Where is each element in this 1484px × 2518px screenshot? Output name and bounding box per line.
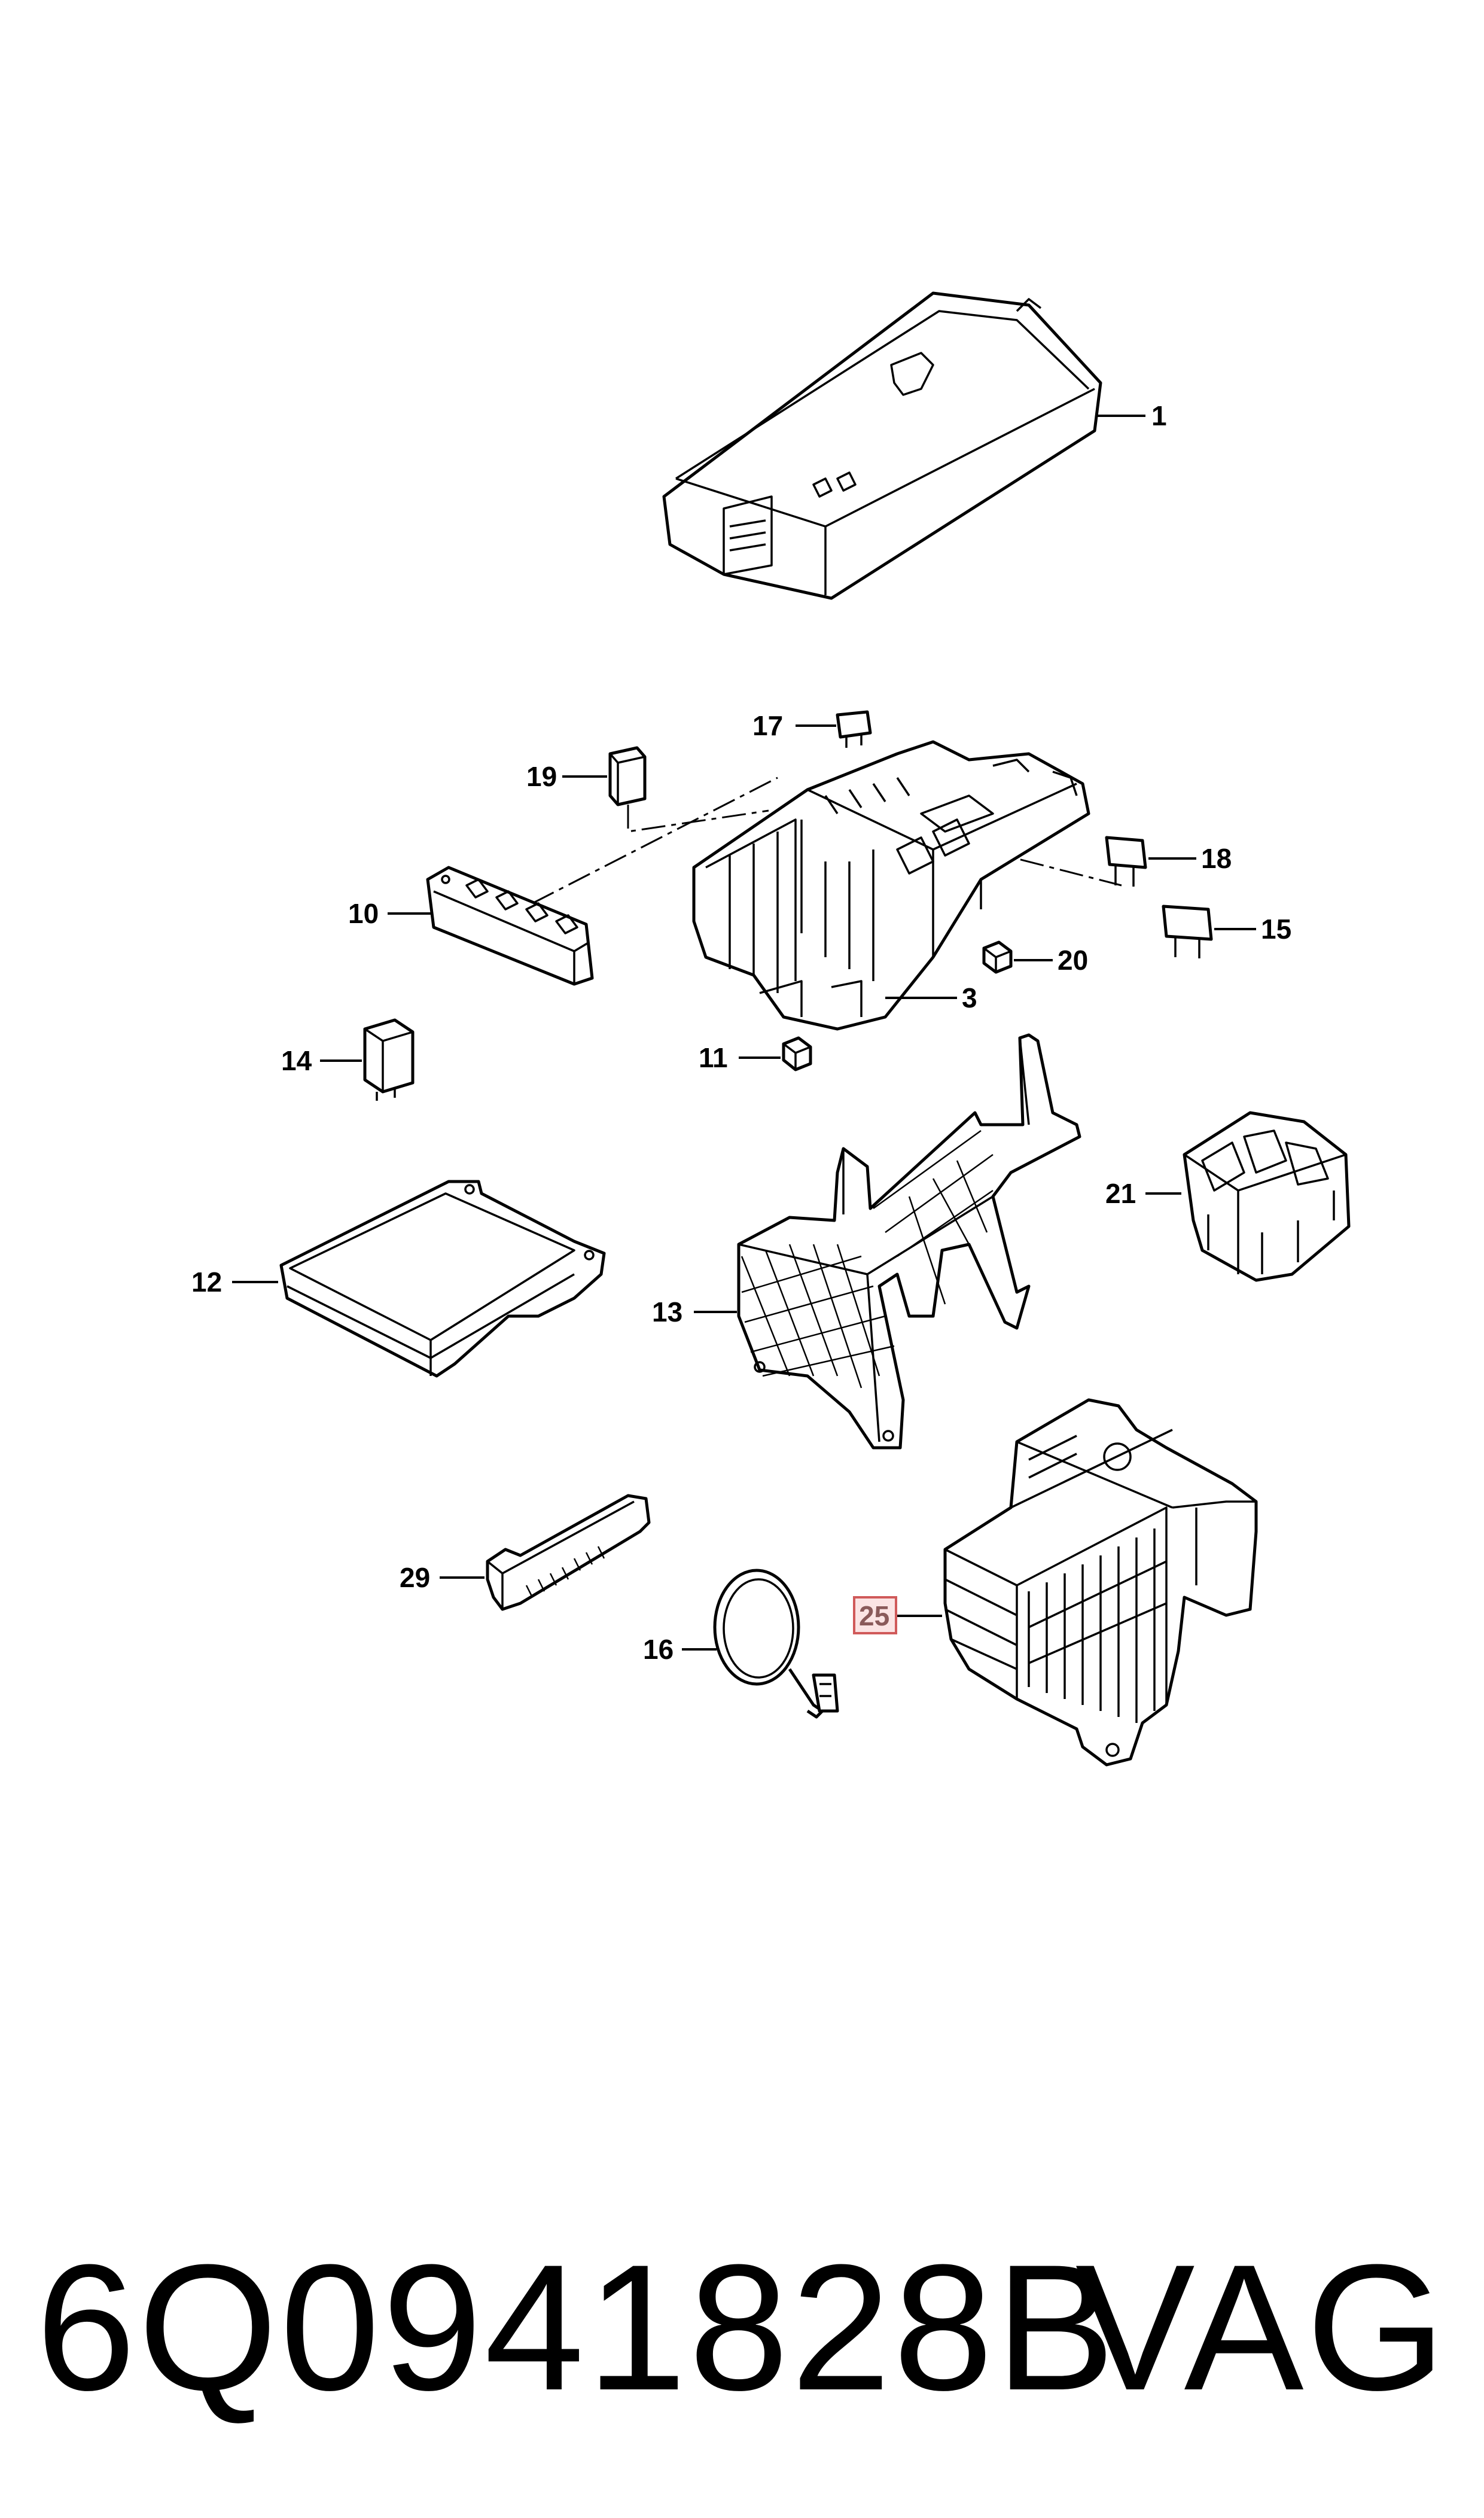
assembly-line-10 (532, 777, 778, 905)
callout-12: 12 (191, 1266, 222, 1298)
callout-17: 17 (752, 710, 783, 741)
part-14-relay[interactable] (363, 1018, 415, 1101)
part-12-control-module[interactable] (279, 1180, 606, 1378)
assembly-line-19 (627, 805, 769, 833)
callout-25: 25 (859, 1600, 889, 1631)
part-number: 6Q0941828B (36, 2227, 1118, 2428)
footer: 6Q0941828B VAG (0, 2213, 1484, 2465)
part-25-housing[interactable] (943, 1398, 1258, 1767)
callout-20: 20 (1058, 945, 1088, 976)
callout-21: 21 (1105, 1178, 1136, 1209)
part-20-nut[interactable] (982, 940, 1013, 974)
callout-14: 14 (281, 1045, 312, 1076)
callout-19: 19 (526, 761, 557, 792)
assembly-line-18 (980, 848, 1122, 887)
callout-15: 15 (1261, 914, 1291, 945)
callout-11: 11 (699, 1042, 728, 1073)
part-16-cable-tie[interactable] (713, 1569, 839, 1719)
part-17-fuse[interactable] (836, 710, 872, 748)
callout-18: 18 (1201, 843, 1232, 874)
callout-16: 16 (643, 1634, 674, 1665)
part-15-fuse[interactable] (1162, 905, 1213, 958)
part-11-nut[interactable] (782, 1036, 812, 1071)
callout-13: 13 (652, 1296, 682, 1327)
part-18-fuse[interactable] (1105, 836, 1147, 887)
part-1-cover[interactable] (662, 291, 1102, 600)
part-21-relay-carrier[interactable] (1183, 1111, 1351, 1282)
part-10-fuse-strip[interactable] (426, 866, 594, 986)
callout-3: 3 (962, 982, 977, 1013)
callout-10: 10 (348, 898, 379, 929)
callout-25-highlight (853, 1596, 897, 1634)
callout-29: 29 (400, 1562, 430, 1593)
callout-1: 1 (1151, 400, 1167, 431)
part-13-bracket[interactable] (737, 1033, 1081, 1450)
part-3-fuse-carrier[interactable] (692, 740, 1090, 1031)
brand-name: VAG (1075, 2227, 1448, 2428)
part-29-clip[interactable] (486, 1494, 651, 1611)
part-19-relay[interactable] (608, 746, 647, 806)
